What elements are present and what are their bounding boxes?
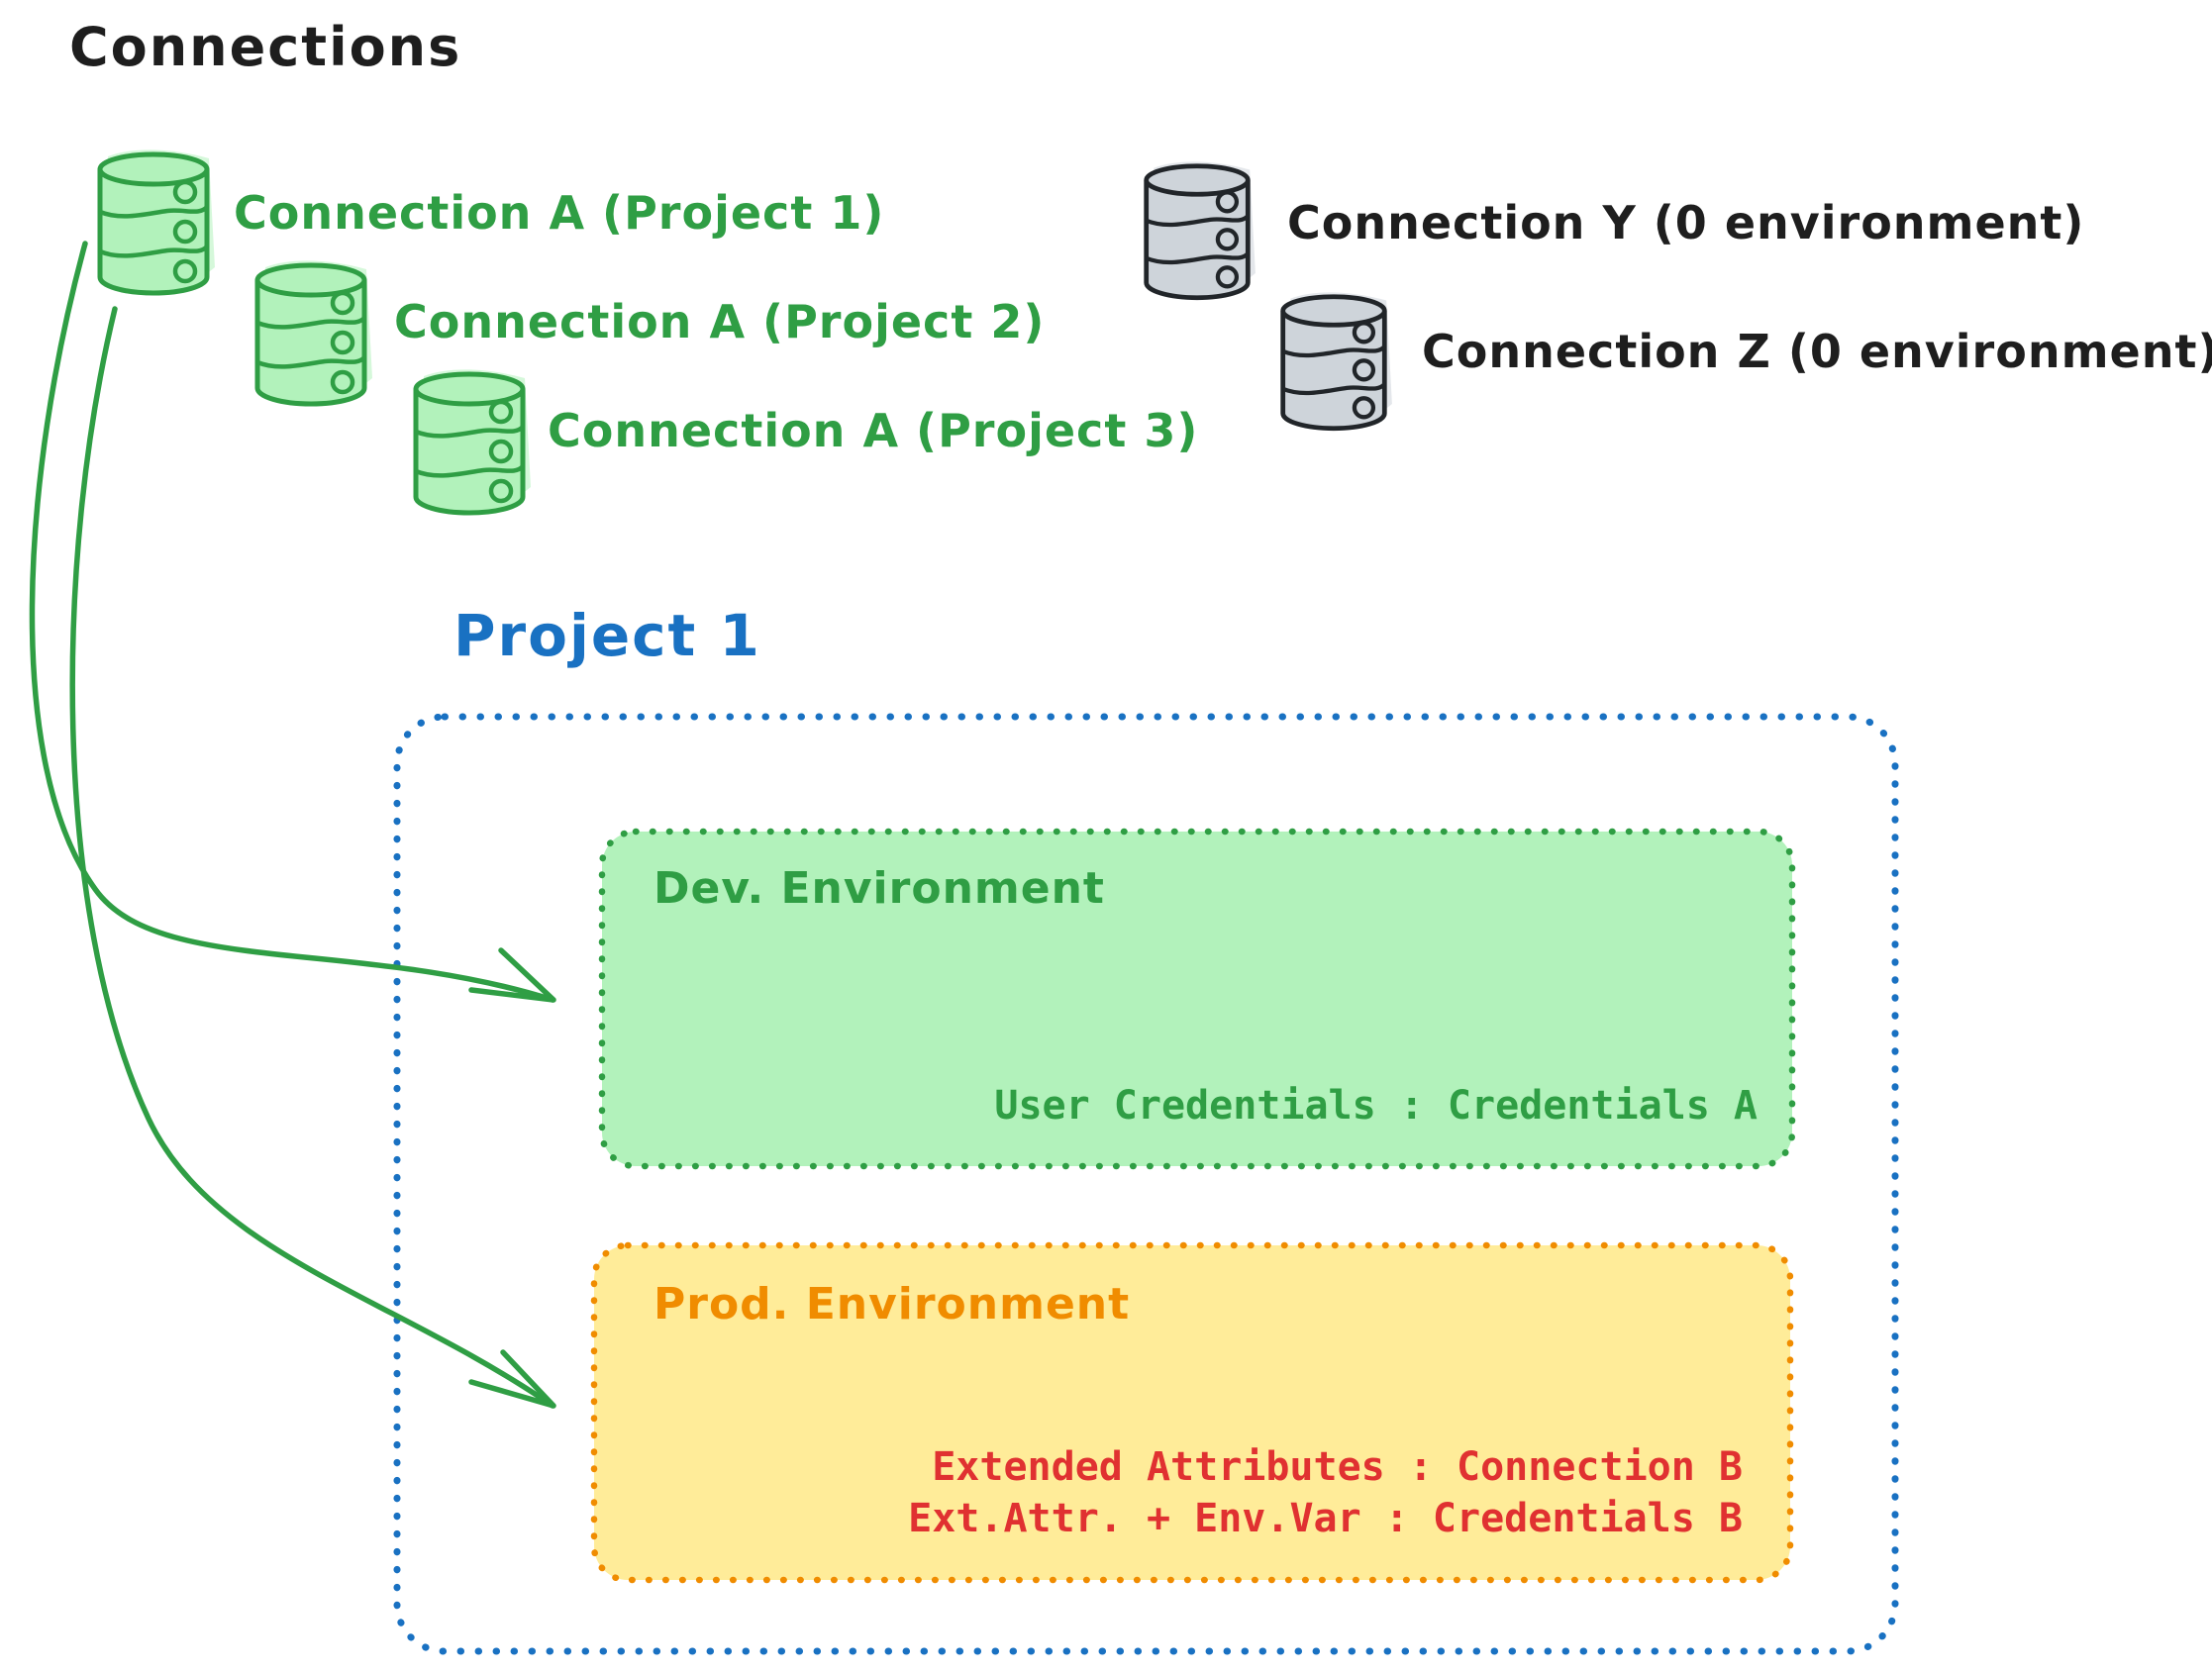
- prod-environment-title: Prod. Environment: [654, 1279, 1131, 1329]
- connection-y-label: Connection Y (0 environment): [1287, 196, 2085, 249]
- connection-a-project-1-label: Connection A (Project 1): [234, 186, 885, 240]
- database-icon: [1146, 161, 1256, 298]
- database-icon: [100, 149, 215, 293]
- project-1-title: Project 1: [453, 602, 761, 669]
- dev-credentials-text: User Credentials : Credentials A: [994, 1083, 1758, 1129]
- connection-a-project-3-label: Connection A (Project 3): [548, 404, 1199, 457]
- prod-credentials-text: Extended Attributes : Connection B Ext.A…: [624, 1441, 1743, 1544]
- diagram-title: Connections: [69, 16, 462, 78]
- dev-environment-box: [598, 828, 1796, 1170]
- database-icon: [257, 260, 372, 404]
- database-icon: [416, 369, 531, 513]
- arrow-to-prod-environment: [69, 306, 556, 1409]
- prod-environment-box: [590, 1241, 1794, 1584]
- prod-credentials-text-line-2: Ext.Attr. + Env.Var : Credentials B: [908, 1496, 1743, 1541]
- connection-a-project-2-label: Connection A (Project 2): [394, 295, 1046, 348]
- dev-environment-title: Dev. Environment: [654, 863, 1105, 914]
- database-icon: [1282, 292, 1392, 429]
- connection-z-label: Connection Z (0 environment): [1422, 325, 2212, 378]
- prod-credentials-text-line-1: Extended Attributes : Connection B: [932, 1444, 1743, 1490]
